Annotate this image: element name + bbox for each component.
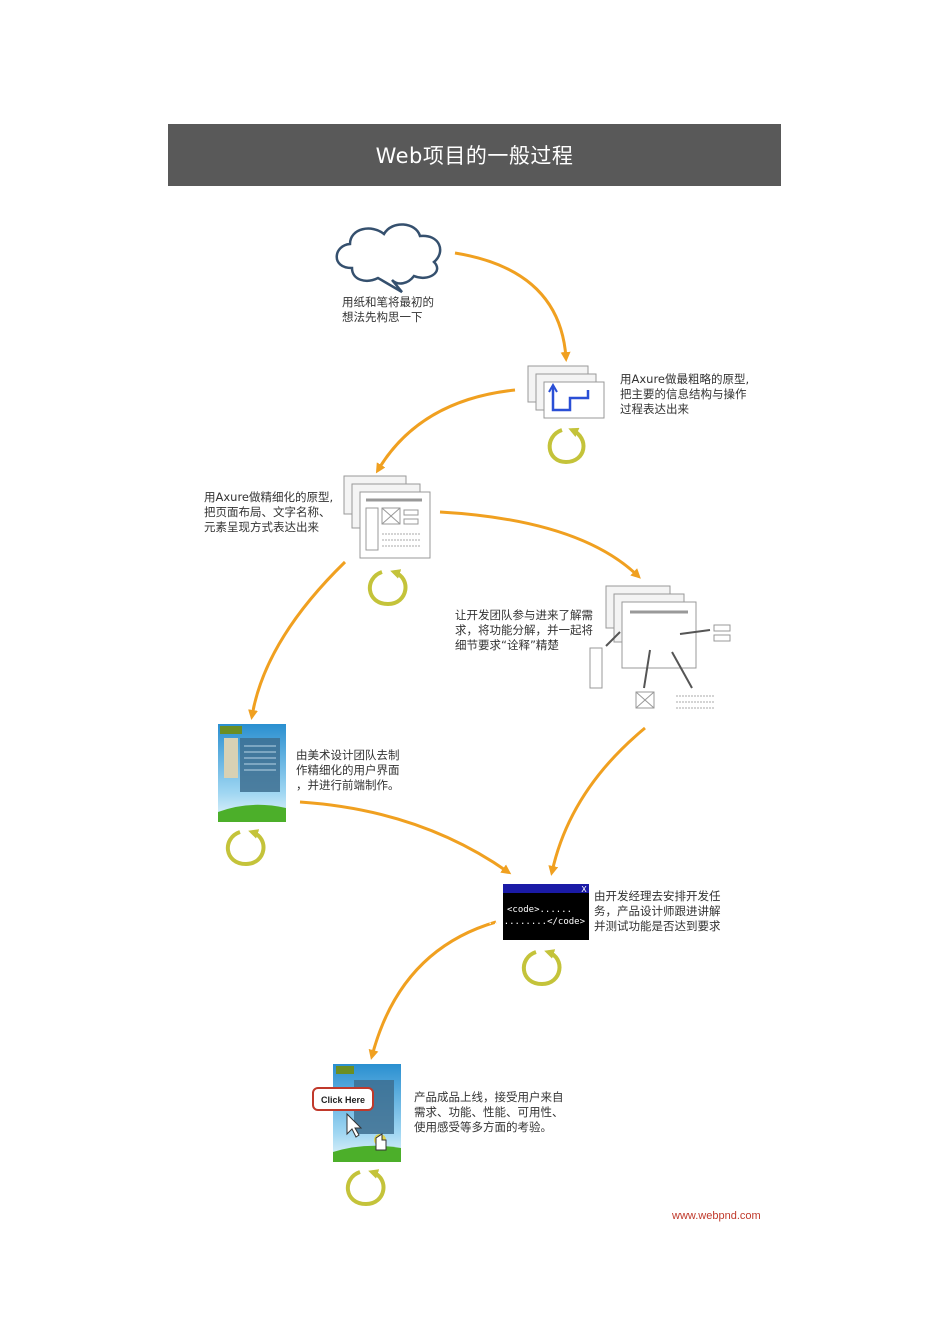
step-note-fine-prototype: 用Axure做精细化的原型, 把页面布局、文字名称、 元素呈现方式表达出来: [204, 490, 334, 534]
step-note-sketch: 用纸和笔将最初的 想法先构思一下: [342, 295, 434, 324]
arrow-review-to-dev: [548, 726, 646, 876]
step-note-dev-team-review: 让开发团队参与进来了解需 求，将功能分解，并一起将 细节要求“诠释”精楚: [455, 608, 593, 652]
code-line: <code>......: [507, 905, 572, 915]
cursor-icon: [346, 1112, 363, 1138]
step-note-ui-design: 由美术设计团队去制 作精细化的用户界面 ，并进行前端制作。: [296, 748, 400, 792]
loop-icon: [547, 427, 586, 465]
arrow-fine-to-review: [439, 510, 641, 579]
code-window: X <code>...... ............</code>: [482, 884, 589, 940]
ui-design-thumbnail: [218, 724, 286, 822]
cloud-icon: [335, 223, 442, 294]
arrow-dev-to-launch: [368, 920, 497, 1060]
close-icon: X: [581, 885, 587, 894]
loop-icon: [225, 829, 266, 867]
arrow-rough-to-fine: [375, 388, 516, 474]
fine-prototype-icon: [343, 475, 431, 559]
hand-cursor-icon: [375, 1133, 387, 1151]
flow-arrows: [248, 251, 646, 1060]
requirements-breakdown-icon: [589, 585, 731, 709]
arrow-ui-to-dev: [299, 800, 512, 875]
loop-icon: [345, 1169, 386, 1207]
loop-icon: [367, 569, 408, 607]
loop-icon: [521, 949, 562, 987]
arrow-sketch-to-rough: [454, 251, 571, 362]
arrow-fine-to-ui: [248, 560, 347, 720]
click-here-button: Click Here: [321, 1095, 365, 1105]
code-line: ............</code>: [482, 917, 586, 927]
rough-prototype-icon: [527, 365, 605, 419]
diagram-title: Web项目的一般过程: [168, 124, 781, 186]
watermark-link[interactable]: www.webpnd.com: [672, 1210, 761, 1222]
step-note-development: 由开发经理去安排开发任 务，产品设计师跟进讲解 并测试功能是否达到要求: [594, 889, 721, 933]
step-note-rough-prototype: 用Axure做最粗略的原型, 把主要的信息结构与操作 过程表达出来: [620, 372, 750, 416]
launch-thumbnail: Click Here: [312, 1064, 401, 1162]
step-note-launch: 产品成品上线，接受用户来自 需求、功能、性能、可用性、 使用感受等多方面的考验。: [414, 1090, 564, 1134]
